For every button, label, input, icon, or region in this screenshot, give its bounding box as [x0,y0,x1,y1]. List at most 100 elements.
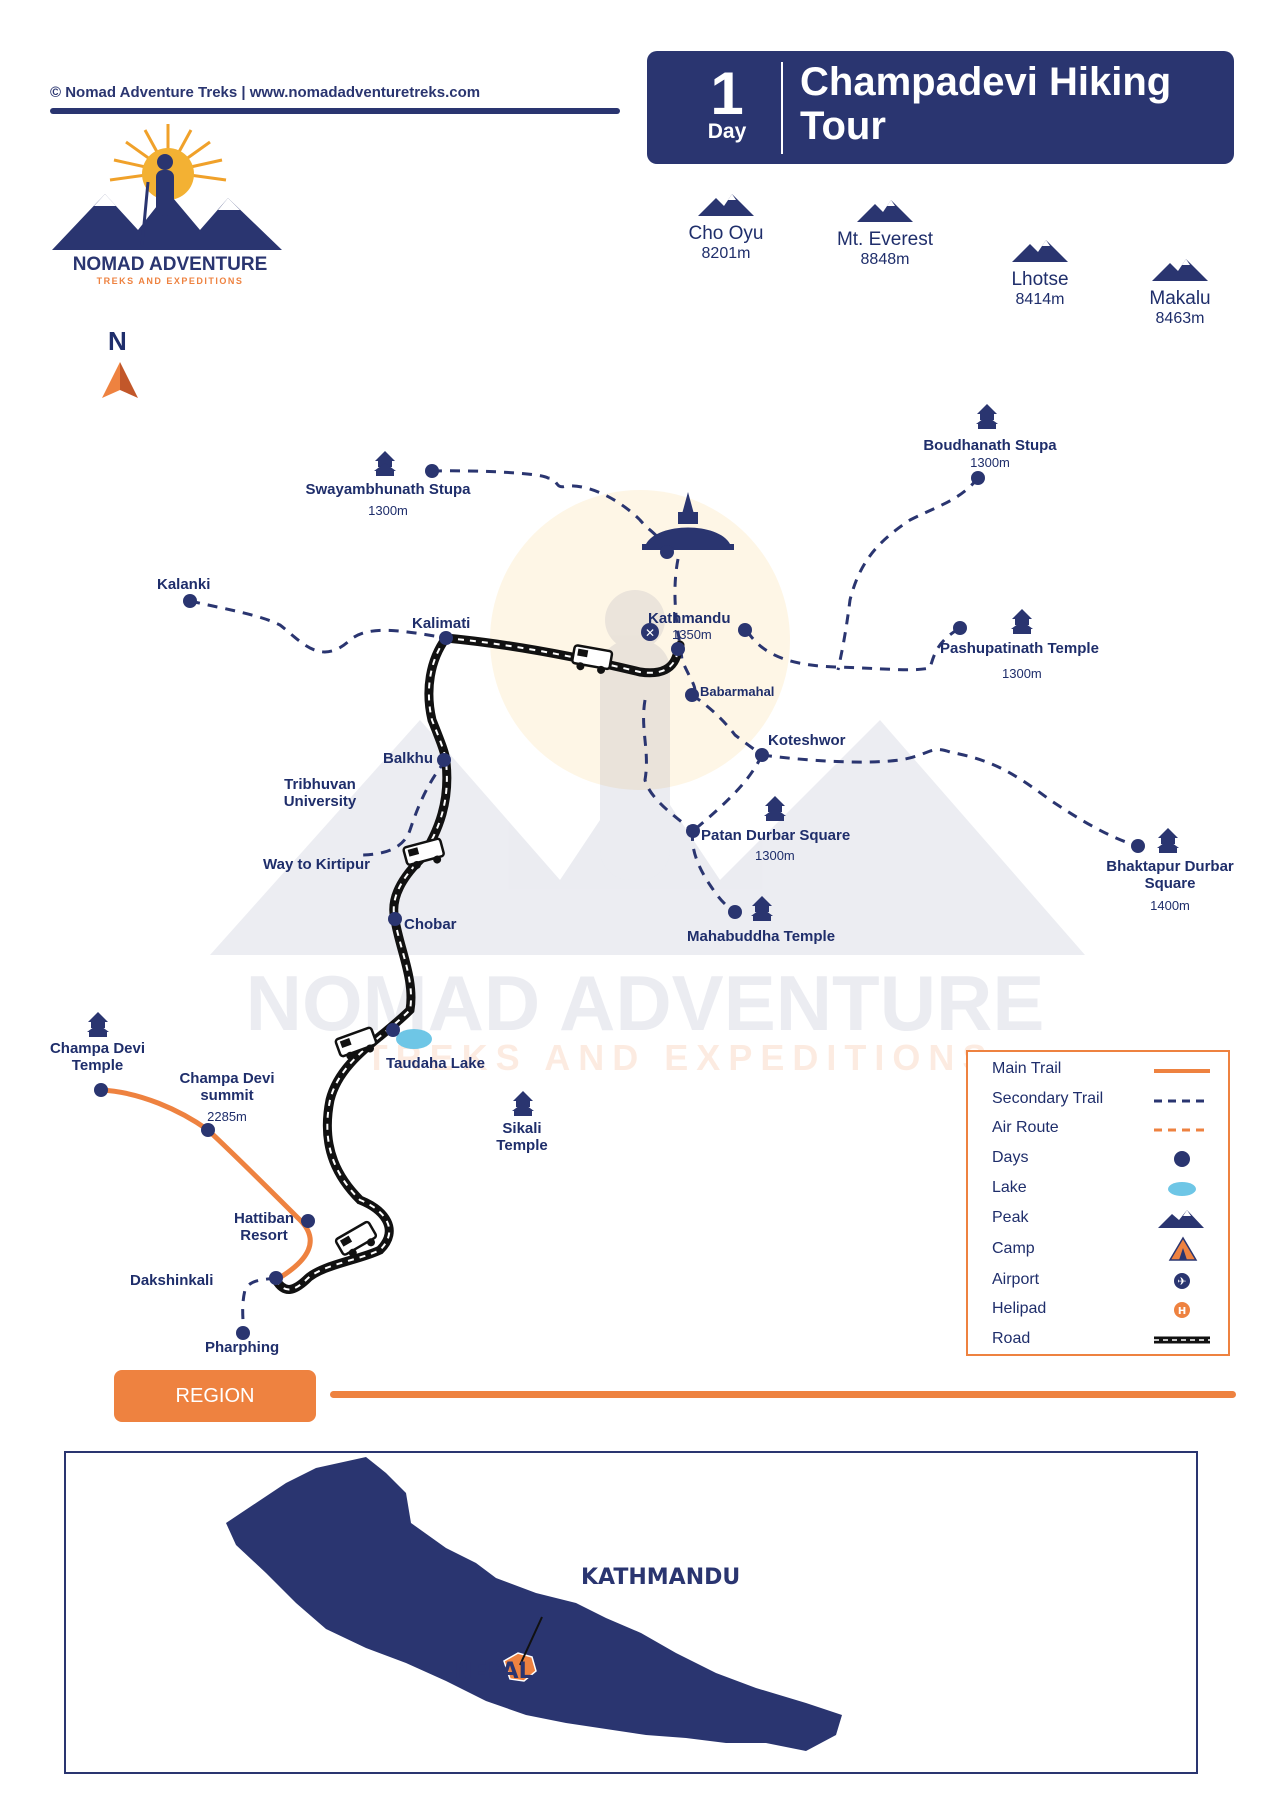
peak-name: Cho Oyu [688,223,764,244]
day-number: 1 [710,60,744,127]
label-champadevi-temple: Champa Devi Temple [49,1040,146,1074]
svg-text:H: H [1178,1306,1186,1317]
peak-icon [1012,240,1068,262]
legend-label: Days [992,1149,1029,1166]
temple-icon [1157,828,1179,853]
stop-dot-kathmandu-east [738,623,752,637]
label-swayambhunath: Swayambhunath Stupa [305,481,471,498]
title-banner [647,51,1234,164]
trail-balkhu-kirtipur [359,759,448,857]
peak-elevation: 8463m [1155,310,1205,327]
label-kalanki: Kalanki [157,576,211,593]
watermark-tagline: TREKS AND EXPEDITIONS [366,1037,995,1078]
stop-dot-kathmandu [671,642,685,656]
day-word: Day [707,120,747,143]
svg-text:✕: ✕ [645,626,655,640]
label-koteshwor: Koteshwor [768,732,846,749]
label-champadevi-summit: Champa Devi summit [179,1070,275,1104]
header-rule [50,108,620,114]
logo-name: NOMAD ADVENTURE [73,254,268,275]
peak-everest: Mt. Everest 8848m [805,196,965,269]
label-hattiban: Hattiban Resort [234,1210,294,1244]
temple-icons [87,404,1179,1116]
stop-dot-mahabuddha [728,905,742,919]
secondary-trails [189,469,1139,1334]
label-mahabuddha: Mahabuddha Temple [687,928,836,945]
region-rule [330,1391,1236,1398]
main-trail [98,1087,313,1283]
legend-label: Airport [992,1271,1040,1288]
stop-dot-patan [686,824,700,838]
trail-babarmahal-koteshwor [691,693,763,757]
north-arrow-icon [102,362,138,398]
peak-cho-oyu: Cho Oyu 8201m [646,190,806,263]
label-dakshinkali: Dakshinkali [130,1272,214,1289]
stop-dot-dakshinkali [269,1271,283,1285]
label-balkhu: Balkhu [383,750,434,767]
stop-dot-pharphing [236,1326,250,1340]
copyright-text: © Nomad Adventure Treks | www.nomadadven… [50,84,481,101]
nepal-map [226,1457,842,1751]
road-line-icon [1154,1336,1210,1344]
trail-kathmandu-babarmahal [673,558,697,697]
inset-country-label: NEPAL [454,1659,533,1684]
label-kathmandu: Kathmandu [648,610,731,627]
inset-city-label: KATHMANDU [581,1565,741,1590]
elev-boudhanath: 1300m [970,455,1010,470]
label-boudhanath: Boudhanath Stupa [923,437,1057,454]
legend-label: Main Trail [992,1060,1062,1077]
stop-dot-boudhanath [971,471,985,485]
peak-lhotse: Lhotse 8414m [960,236,1120,309]
label-kirtipur: Way to Kirtipur [263,856,370,873]
region-inset-map: KATHMANDU NEPAL [64,1451,1198,1774]
label-pashupatinath: Pashupatinath Temple [940,640,1099,657]
label-taudaha: Taudaha Lake [386,1055,485,1072]
stop-dot-champadevi-summit [201,1123,215,1137]
airport-icon [641,623,659,641]
elev-kathmandu: 1350m [672,627,712,642]
lake-icon [1168,1182,1196,1196]
temple-icon [87,1012,109,1037]
kathmandu-stupa-icon [642,492,734,550]
temple-icon [512,1091,534,1116]
label-bhaktapur: Bhaktapur Durbar Square [1106,858,1234,892]
temple-icon [1011,609,1033,634]
stop-dot-kalimati [439,631,453,645]
legend-label: Lake [992,1179,1027,1196]
peak-makalu: Makalu 8463m [1100,255,1260,328]
elev-bhaktapur: 1400m [1150,898,1190,913]
legend-label: Road [992,1330,1031,1347]
vehicle-icons [334,644,614,1257]
legend-label: Air Route [992,1119,1059,1136]
label-sikali: Sikali Temple [496,1120,548,1154]
secondary-trail-line-icon [1154,1099,1210,1103]
peak-name: Makalu [1149,288,1211,309]
map-legend: Main Trail Secondary Trail Air Route Day… [966,1050,1230,1356]
air-route-line-icon [1154,1128,1210,1132]
peak-icon [857,200,913,222]
temple-icon [374,451,396,476]
jeep-icon [402,837,445,869]
stop-dot-champadevi-temple [94,1083,108,1097]
peak-icon [1152,259,1208,281]
camp-icon [1168,1236,1198,1261]
trail-boudha [836,477,980,671]
stop-dot-chobar [388,912,402,926]
brand-logo: NOMAD ADVENTURE TREKS AND EXPEDITIONS [50,122,290,292]
label-tribhuvan: Tribhuvan University [283,776,357,810]
region-button[interactable]: REGION [114,1370,316,1422]
stop-dot-swayambhunath [425,464,439,478]
stop-dot-kathmandu-north [660,545,674,559]
stop-dot-babarmahal [685,688,699,702]
trail-koteshwor-patan [692,754,764,833]
kathmandu-marker [503,1652,537,1682]
elev-champadevi-summit: 2285m [207,1109,247,1124]
day-dot-icon [1174,1151,1190,1167]
elev-swayambhunath: 1300m [368,503,408,518]
stop-dot-balkhu [437,753,451,767]
nepal-shape [226,1457,842,1751]
peak-icon [1158,1210,1204,1228]
stop-dot-pashupatinath [953,621,967,635]
jeep-icon [571,644,614,674]
stop-dot-kalanki [183,594,197,608]
